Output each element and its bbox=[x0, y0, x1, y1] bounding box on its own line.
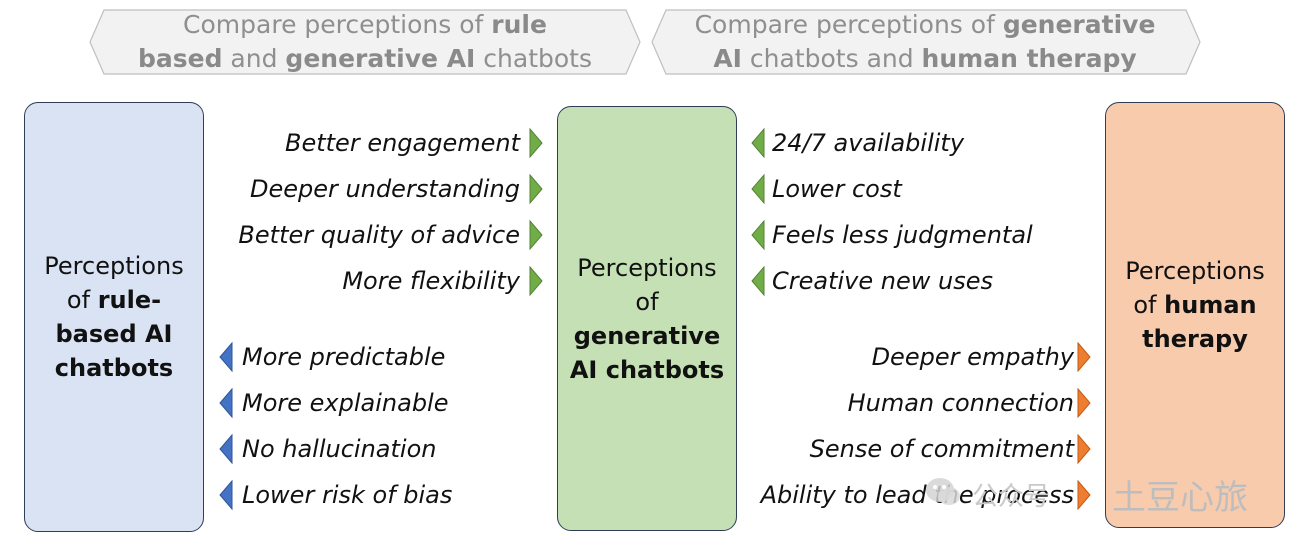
gen-over-rule-item: Deeper understanding bbox=[250, 175, 520, 203]
human-over-gen-item: Deeper empathy bbox=[871, 343, 1074, 371]
green-left-arrow-icon bbox=[751, 174, 765, 204]
rule-based-box: Perceptions of rule- based AI chatbots bbox=[24, 102, 204, 532]
green-left-arrow-icon bbox=[751, 266, 765, 296]
rule-over-gen-item: More predictable bbox=[242, 343, 446, 371]
gen-over-human-item: Feels less judgmental bbox=[772, 221, 1033, 249]
banner-right-shape bbox=[651, 9, 1201, 75]
gen-over-human-item: Lower cost bbox=[772, 175, 902, 203]
green-right-arrow-icon bbox=[529, 266, 543, 296]
orange-right-arrow-icon bbox=[1077, 388, 1091, 418]
gen-over-rule-item: Better engagement bbox=[285, 129, 520, 157]
blue-left-arrow-icon bbox=[219, 342, 233, 372]
rule-over-gen-item: Lower risk of bias bbox=[242, 481, 453, 509]
blue-left-arrow-icon bbox=[219, 480, 233, 510]
generative-box: Perceptions of generative AI chatbots bbox=[557, 106, 737, 531]
green-right-arrow-icon bbox=[529, 128, 543, 158]
green-left-arrow-icon bbox=[751, 128, 765, 158]
banner-right-text: Compare perceptions of generative AI cha… bbox=[694, 10, 1156, 73]
gen-over-human-item: Creative new uses bbox=[772, 267, 993, 295]
blue-left-arrow-icon bbox=[219, 434, 233, 464]
human-over-gen-item: Sense of commitment bbox=[809, 435, 1074, 463]
human-over-gen-item: Ability to lead the process bbox=[760, 481, 1074, 509]
banner-left-shape bbox=[89, 9, 641, 75]
orange-right-arrow-icon bbox=[1077, 342, 1091, 372]
green-right-arrow-icon bbox=[529, 174, 543, 204]
human-over-gen-item: Human connection bbox=[847, 389, 1074, 417]
orange-right-arrow-icon bbox=[1077, 434, 1091, 464]
wechat-logo-icon bbox=[926, 478, 960, 505]
banner-left-text: Compare perceptions of rule based and ge… bbox=[137, 10, 593, 73]
blue-left-arrow-icon bbox=[219, 388, 233, 418]
watermark-prefix: 公众号 bbox=[972, 482, 1051, 512]
banner-shapes bbox=[89, 9, 1201, 75]
gen-over-rule-item: More flexibility bbox=[342, 267, 520, 295]
rule-over-gen-item: More explainable bbox=[242, 389, 449, 417]
gen-over-rule-item: Better quality of advice bbox=[238, 221, 520, 249]
human-therapy-box: Perceptions of human therapy bbox=[1105, 102, 1285, 528]
watermark-name: 土豆心旅 bbox=[1112, 478, 1248, 518]
green-right-arrow-icon bbox=[529, 220, 543, 250]
gen-over-human-item: 24/7 availability bbox=[772, 129, 965, 157]
green-left-arrow-icon bbox=[751, 220, 765, 250]
orange-right-arrow-icon bbox=[1077, 480, 1091, 510]
rule-over-gen-item: No hallucination bbox=[242, 435, 437, 463]
